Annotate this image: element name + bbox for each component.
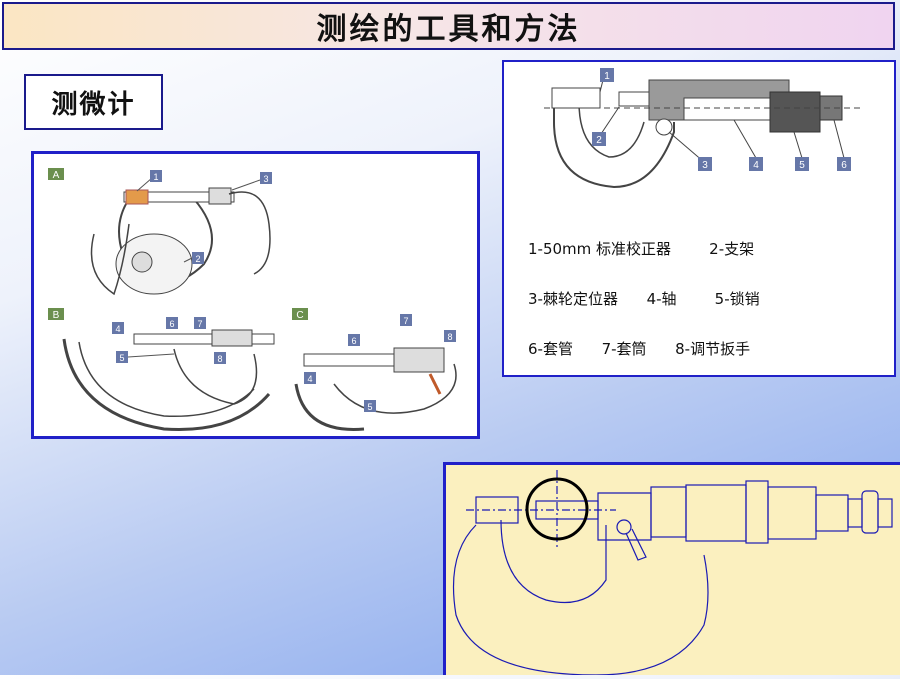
cad-lock-knob xyxy=(616,519,632,535)
svg-text:1: 1 xyxy=(153,172,158,182)
cad-body xyxy=(597,492,652,541)
svg-text:2: 2 xyxy=(596,135,602,146)
callout-b-7: 7 xyxy=(194,317,206,329)
panel-b-tag xyxy=(48,308,64,320)
callout-b-5: 5 xyxy=(116,351,175,363)
legend-line-2: 3-棘轮定位器 4-轴 5-锁销 xyxy=(528,290,760,308)
callout-c-8: 8 xyxy=(444,330,456,342)
callout-c-7: 7 xyxy=(400,314,412,326)
callout-b-4: 4 xyxy=(112,322,124,334)
diagram-callout-5: 5 xyxy=(793,131,809,171)
calibrator-a xyxy=(125,189,149,205)
callout-c-4: 4 xyxy=(304,372,316,384)
micrometer-parts-diagram: 1 2 3 4 5 6 xyxy=(544,68,864,189)
cad-drawing-panel xyxy=(443,462,900,676)
section-label: 测微计 xyxy=(51,89,136,120)
panel-c-letter: C xyxy=(296,310,303,321)
callout-a-3: 3 xyxy=(231,172,272,191)
micrometer-frame-b xyxy=(62,338,271,432)
cad-highlight-circle xyxy=(525,477,589,541)
callout-c-6: 6 xyxy=(348,334,360,346)
svg-text:5: 5 xyxy=(799,160,805,171)
callout-a-2: 2 xyxy=(183,252,204,264)
thimble-a xyxy=(208,187,232,205)
callout-c-5: 5 xyxy=(364,400,376,412)
callout-a-1: 1 xyxy=(136,170,162,192)
micrometer-parts-diagram-panel: 1 2 3 4 5 6 xyxy=(502,60,896,377)
cad-thimble-b xyxy=(745,480,769,544)
cad-sleeve xyxy=(650,486,687,538)
cad-micrometer-drawing xyxy=(453,470,893,676)
svg-text:4: 4 xyxy=(115,324,120,334)
diagram-lock xyxy=(655,118,673,136)
diagram-anvil xyxy=(551,87,601,109)
cad-thimble-c xyxy=(767,486,817,540)
svg-text:7: 7 xyxy=(403,316,408,326)
svg-text:5: 5 xyxy=(367,402,372,412)
hand-c xyxy=(333,363,457,414)
cad-frame-inner xyxy=(500,519,607,604)
panel-a-tag xyxy=(48,168,64,180)
svg-text:1: 1 xyxy=(604,71,610,82)
wrench-c xyxy=(428,373,442,395)
svg-text:7: 7 xyxy=(197,319,202,329)
legend-line-1: 1-50mm 标准校正器 2-支架 xyxy=(528,240,755,258)
svg-text:5: 5 xyxy=(119,353,124,363)
diagram-callout-3: 3 xyxy=(668,131,712,171)
svg-text:3: 3 xyxy=(702,160,708,171)
usage-illustration: A 1 2 3 B 4 5 6 7 8 xyxy=(48,168,457,432)
diagram-callout-4: 4 xyxy=(733,119,763,171)
svg-text:4: 4 xyxy=(753,160,759,171)
svg-text:8: 8 xyxy=(217,354,222,364)
svg-text:6: 6 xyxy=(351,336,356,346)
thimble-b xyxy=(211,329,253,347)
micrometer-body-b xyxy=(133,333,275,345)
svg-text:8: 8 xyxy=(447,332,452,342)
section-label-box: 测微计 xyxy=(24,74,163,130)
diagram-callout-2: 2 xyxy=(592,106,620,146)
callout-b-6: 6 xyxy=(166,317,178,329)
panel-b-letter: B xyxy=(53,310,60,321)
usage-illustration-panel: A 1 2 3 B 4 5 6 7 8 xyxy=(31,151,480,439)
diagram-thimble xyxy=(769,91,821,133)
slide-title-bar: 测绘的工具和方法 xyxy=(2,2,895,50)
diagram-callout-1: 1 xyxy=(599,68,614,93)
legend-line-3: 6-套管 7-套筒 8-调节扳手 xyxy=(528,340,751,358)
panel-c-tag xyxy=(292,308,308,320)
svg-text:3: 3 xyxy=(263,174,268,184)
micrometer-body-a xyxy=(123,191,235,203)
slide-title: 测绘的工具和方法 xyxy=(316,12,581,47)
cad-lock-lever xyxy=(625,528,647,561)
svg-text:4: 4 xyxy=(307,374,312,384)
panel-b: B 4 5 6 7 8 xyxy=(48,308,275,432)
cad-thimble-a xyxy=(685,484,747,542)
svg-text:6: 6 xyxy=(841,160,847,171)
svg-text:6: 6 xyxy=(169,319,174,329)
hand-left-a xyxy=(90,223,130,296)
diagram-callout-6: 6 xyxy=(833,119,851,171)
cad-ratchet xyxy=(815,494,849,532)
svg-text:2: 2 xyxy=(195,254,200,264)
thimble-c xyxy=(393,347,445,373)
hand-b xyxy=(173,348,258,405)
stand-a xyxy=(115,233,193,295)
callout-b-8: 8 xyxy=(214,352,226,364)
diagram-sleeve xyxy=(683,97,780,121)
panel-a-letter: A xyxy=(53,170,60,181)
diagram-frame xyxy=(553,92,675,189)
panel-a: A 1 2 3 xyxy=(48,168,272,296)
hand-right-a xyxy=(228,191,271,275)
panel-c: C 4 5 6 7 8 xyxy=(292,308,457,431)
